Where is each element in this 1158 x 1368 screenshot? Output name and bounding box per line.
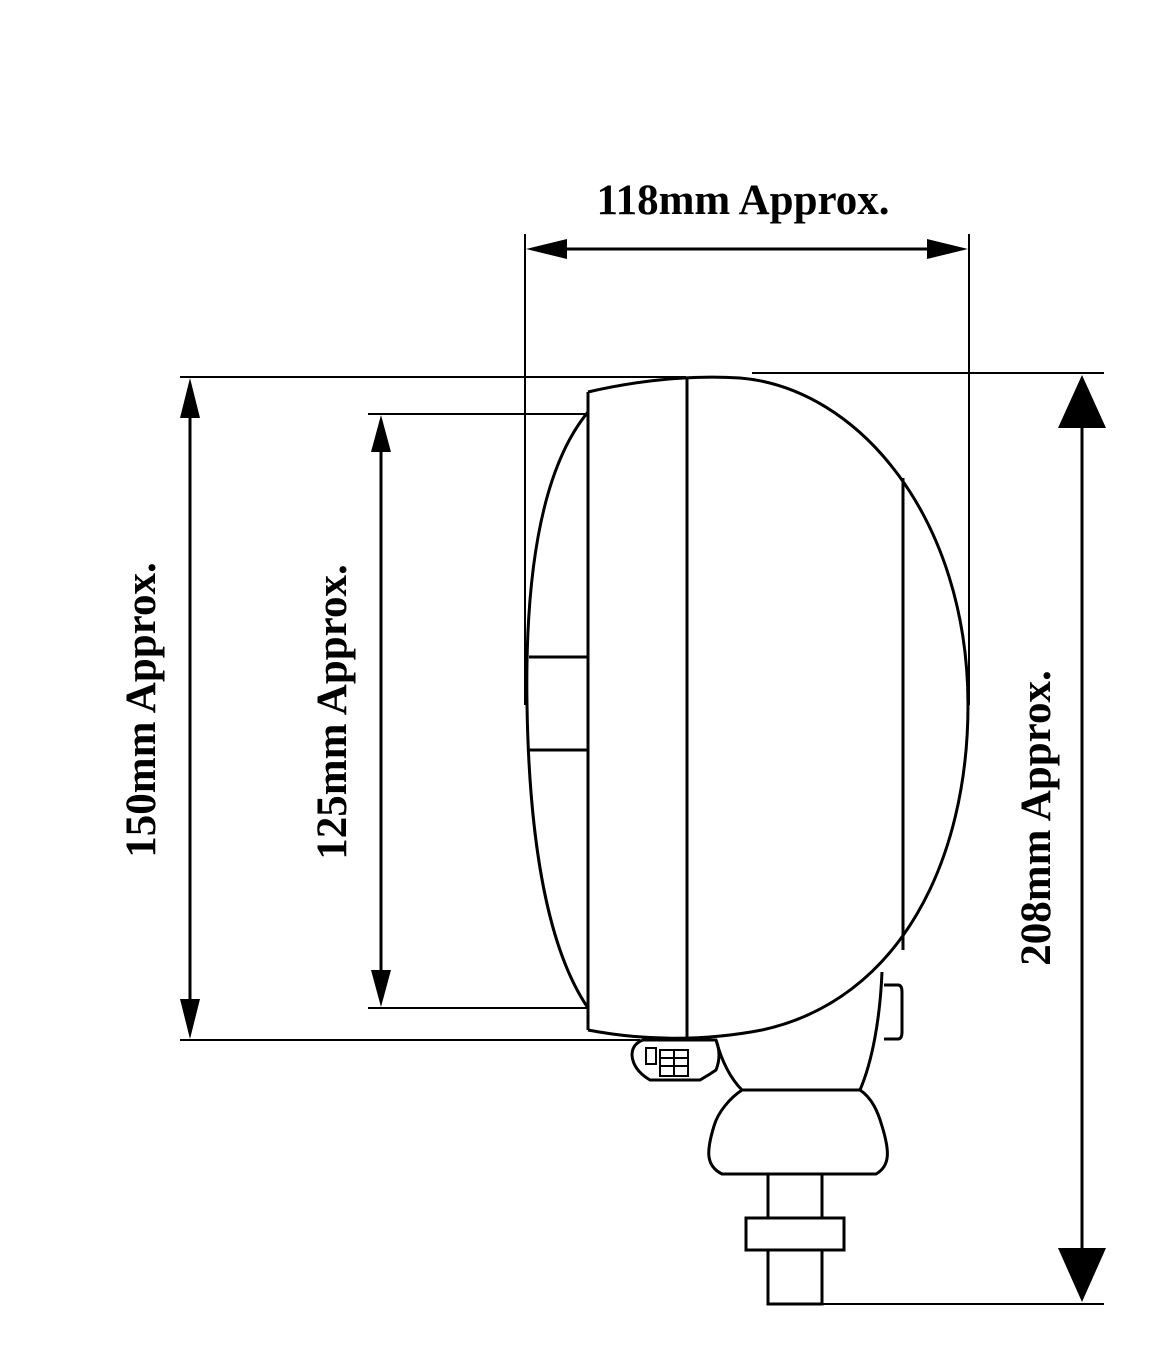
arrowhead-top <box>180 378 200 418</box>
arrowhead-top <box>371 415 391 452</box>
switch-knob <box>884 983 904 1041</box>
height-outer-dimension: 150mm Approx. <box>118 376 686 1041</box>
wire-clip <box>630 1038 721 1082</box>
arrowhead-bottom <box>180 999 200 1039</box>
height-outer-label: 150mm Approx. <box>118 562 165 857</box>
mount-neck <box>714 971 884 1092</box>
lens-dome <box>525 411 590 1009</box>
arrowhead-left <box>526 239 567 259</box>
arrowhead-top <box>1058 375 1106 428</box>
arrowhead-right <box>927 239 968 259</box>
arrowhead-bottom <box>1058 1248 1106 1302</box>
width-dimension: 118mm Approx. <box>524 177 970 705</box>
bezel-tab <box>529 655 588 752</box>
height-total-dimension: 208mm Approx. <box>752 372 1106 1305</box>
rubber-grommet <box>707 1088 889 1176</box>
width-label: 118mm Approx. <box>596 177 889 224</box>
arrowhead-bottom <box>371 970 391 1007</box>
height-inner-label: 125mm Approx. <box>309 564 356 859</box>
mounting-nut <box>744 1216 846 1252</box>
mounting-stem <box>766 1174 824 1306</box>
housing-shell <box>587 375 970 1040</box>
height-inner-dimension: 125mm Approx. <box>309 413 588 1009</box>
height-total-label: 208mm Approx. <box>1013 670 1060 965</box>
lamp-outline <box>525 375 970 1306</box>
